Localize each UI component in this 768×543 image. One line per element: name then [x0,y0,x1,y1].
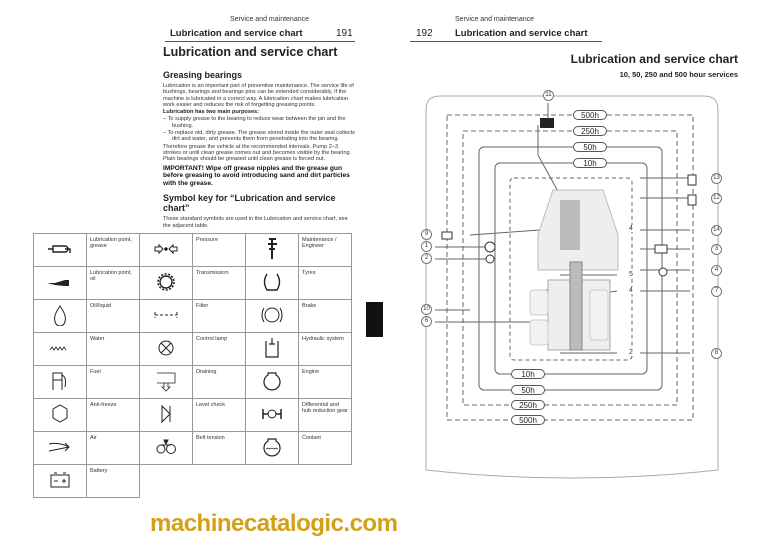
header-rule [410,41,602,42]
header-section: Service and maintenance [230,16,309,23]
symbol-label: Filter [192,298,246,333]
chart-subtitle: 10, 50, 250 and 500 hour services [619,70,738,79]
page-number: 192 [416,28,433,39]
symbol-label: Lubrication point, oil [86,265,140,300]
therefore-paragraph: Therefore grease the vehicle at the reco… [163,143,352,163]
inner-number: 4 [629,225,633,232]
header-title: Lubrication and service chart [170,28,303,39]
table-row: Lubrication point, oil Transmission Tyre… [33,265,352,300]
callout-9: 9 [421,229,432,240]
symbol-intro: These standard symbols are used in the L… [163,216,348,229]
table-row: Fuel Draining Engine [33,364,352,399]
callout-6: 6 [421,316,432,327]
interval-tag-250h: 250h [511,400,545,410]
draining-icon [654,244,668,254]
purpose-item: – To supply grease to the bearing to red… [163,116,346,129]
symbol-heading: Symbol key for “Lubrication and service … [163,193,336,214]
coolant-tank-icon [687,174,697,186]
machine-outline [529,189,619,351]
callout-8: 8 [711,348,722,359]
interval-tag-500h: 500h [511,415,545,425]
callout-3: 3 [711,244,722,255]
battery-icon [33,463,87,498]
symbol-label: Draining [192,364,246,399]
interval-tag-50h: 50h [573,142,607,152]
tyres-icon [245,265,299,300]
inner-number: 5 [629,271,633,278]
interval-tag-10h: 10h [573,158,607,168]
page-number: 191 [336,28,353,39]
purposes-heading: Lubrication has two main purposes: [163,109,260,116]
symbol-label: Belt tension [192,430,246,465]
symbol-label: Water [86,331,140,366]
symbol-label: Hydraulic system [298,331,352,366]
important-note: IMPORTANT! Wipe off grease nipples and t… [163,164,350,187]
page-title: Lubrication and service chart [163,45,338,59]
greasing-heading: Greasing bearings [163,70,243,80]
callout-2: 2 [421,253,432,264]
page-tab-marker [366,302,383,337]
control-lamp-icon [485,254,495,264]
symbol-label: Brake [298,298,352,333]
symbol-label: Coolant [298,430,352,465]
oil-drop-icon [33,298,87,333]
callout-4: 4 [711,265,722,276]
symbol-label: Differential and hub reduction gear [298,397,352,432]
callout-1: 1 [421,241,432,252]
table-row: Oil/liquid Filter Brake [33,298,352,333]
draining-icon [139,364,193,399]
callout-13: 13 [711,173,722,184]
greasing-body: Lubrication is an important part of prev… [163,83,355,187]
chart-title: Lubrication and service chart [570,52,738,66]
left-page-flow: Lubrication is an important part of prev… [33,83,355,498]
symbol-key-table: Lubrication point, grease Pressure Maint… [33,232,352,498]
air-icon [33,430,87,465]
callout-14: 14 [711,225,722,236]
interval-tag-500h: 500h [573,110,607,120]
header-rule [165,41,355,42]
engine-icon [658,267,668,277]
callout-12: 12 [711,193,722,204]
intro-paragraph: Lubrication is an important part of prev… [163,83,354,108]
symbol-label: Battery [86,463,140,498]
purpose-item: – To replace old, dirty grease. The grea… [163,130,355,143]
battery-icon [441,231,453,240]
anti-freeze-icon [33,397,87,432]
grease-icon [484,241,496,253]
callout-10: 10 [421,304,432,315]
interval-tag-50h: 50h [511,385,545,395]
water-icon [33,331,87,366]
callout-11: 11 [543,90,554,101]
fuel-icon [687,194,697,206]
interval-tag-10h: 10h [511,369,545,379]
inner-number: 4 [629,287,633,294]
callout-7: 7 [711,286,722,297]
coolant-icon [245,430,299,465]
service-book-icon [540,118,554,128]
inner-number: 2 [629,349,633,356]
header-section: Service and maintenance [455,16,534,23]
watermark: machinecatalogic.com [150,510,398,537]
table-row: Air Belt tension Coolant [33,430,352,465]
interval-tag-250h: 250h [573,126,607,136]
engineer-icon [245,232,299,267]
symbol-label: Tyres [298,265,352,300]
table-row: Water Control lamp Hydraulic system [33,331,352,366]
level-check-icon [139,397,193,432]
table-row: Battery [33,463,352,498]
table-row: Anti-freeze Level check Differential and… [33,397,352,432]
header-title: Lubrication and service chart [455,28,588,39]
